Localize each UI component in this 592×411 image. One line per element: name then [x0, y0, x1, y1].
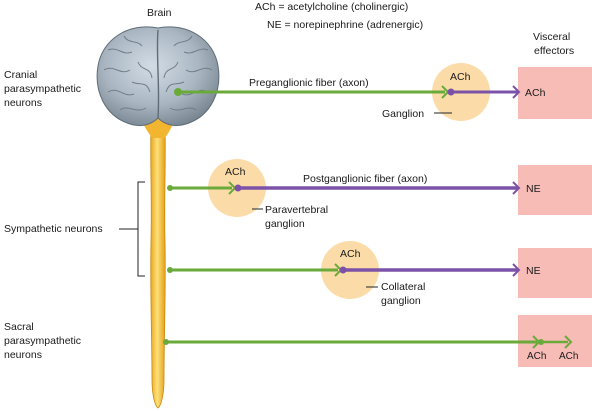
paravertebral-label-2: ganglion [265, 218, 305, 230]
visceral-effectors-label-1: Visceral [533, 31, 570, 43]
neuron-body-sympathetic-2 [167, 267, 173, 273]
visceral-effectors-label-2: effectors [534, 45, 574, 57]
ne-effector-sympathetic-2: NE [526, 265, 541, 277]
neuron-body-sympathetic-1 [167, 185, 173, 191]
ach-effector-sacral-2: ACh [559, 351, 578, 362]
ganglion-label: Ganglion [382, 108, 424, 120]
collateral-label-2: ganglion [381, 295, 421, 307]
brain-illustration [96, 26, 220, 127]
paravertebral-label-1: Paravertebral [265, 204, 328, 216]
synapse-sympathetic-1-effector [512, 181, 521, 195]
neuron-body-cranial [174, 88, 182, 96]
postganglionic-body-sympathetic-2 [339, 266, 347, 274]
spinal-cord [150, 121, 166, 409]
collateral-label-1: Collateral [381, 281, 425, 293]
legend-ne: NE = norepinephrine (adrenergic) [267, 19, 423, 31]
effector-box-sympathetic-1 [518, 165, 592, 215]
effector-box-cranial [518, 67, 592, 119]
sacral-label-3: neurons [4, 349, 42, 361]
postganglionic-body-cranial [447, 88, 455, 96]
neuron-body-sacral [163, 339, 169, 345]
sacral-label-2: parasympathetic [4, 335, 81, 347]
legend-ach: ACh = acetylcholine (cholinergic) [255, 1, 408, 13]
postganglionic-body-sacral [538, 339, 544, 345]
ach-ganglion-collateral: ACh [340, 248, 361, 260]
postganglionic-body-sympathetic-1 [234, 184, 242, 192]
synapse-sacral-2 [564, 335, 573, 349]
postganglionic-fiber-label: Postganglionic fiber (axon) [303, 173, 427, 185]
synapse-cranial-effector [512, 85, 521, 99]
sympathetic-label: Sympathetic neurons [4, 223, 103, 235]
sympathetic-bracket [137, 181, 145, 277]
cranial-label-3: neurons [4, 97, 42, 109]
cranial-label-2: parasympathetic [4, 83, 81, 95]
ach-effector-sacral-1: ACh [527, 351, 546, 362]
brain-label: Brain [147, 7, 172, 19]
preganglionic-fiber-label: Preganglionic fiber (axon) [249, 77, 369, 89]
ne-effector-sympathetic-1: NE [526, 183, 541, 195]
ach-ganglion-cranial: ACh [450, 71, 471, 83]
ach-effector-cranial: ACh [525, 87, 546, 99]
synapse-sympathetic-2-effector [512, 263, 521, 277]
cranial-label-1: Cranial [4, 69, 37, 81]
effector-box-sympathetic-2 [518, 248, 592, 298]
sacral-label-1: Sacral [4, 321, 34, 333]
ach-ganglion-paravertebral: ACh [225, 166, 246, 178]
